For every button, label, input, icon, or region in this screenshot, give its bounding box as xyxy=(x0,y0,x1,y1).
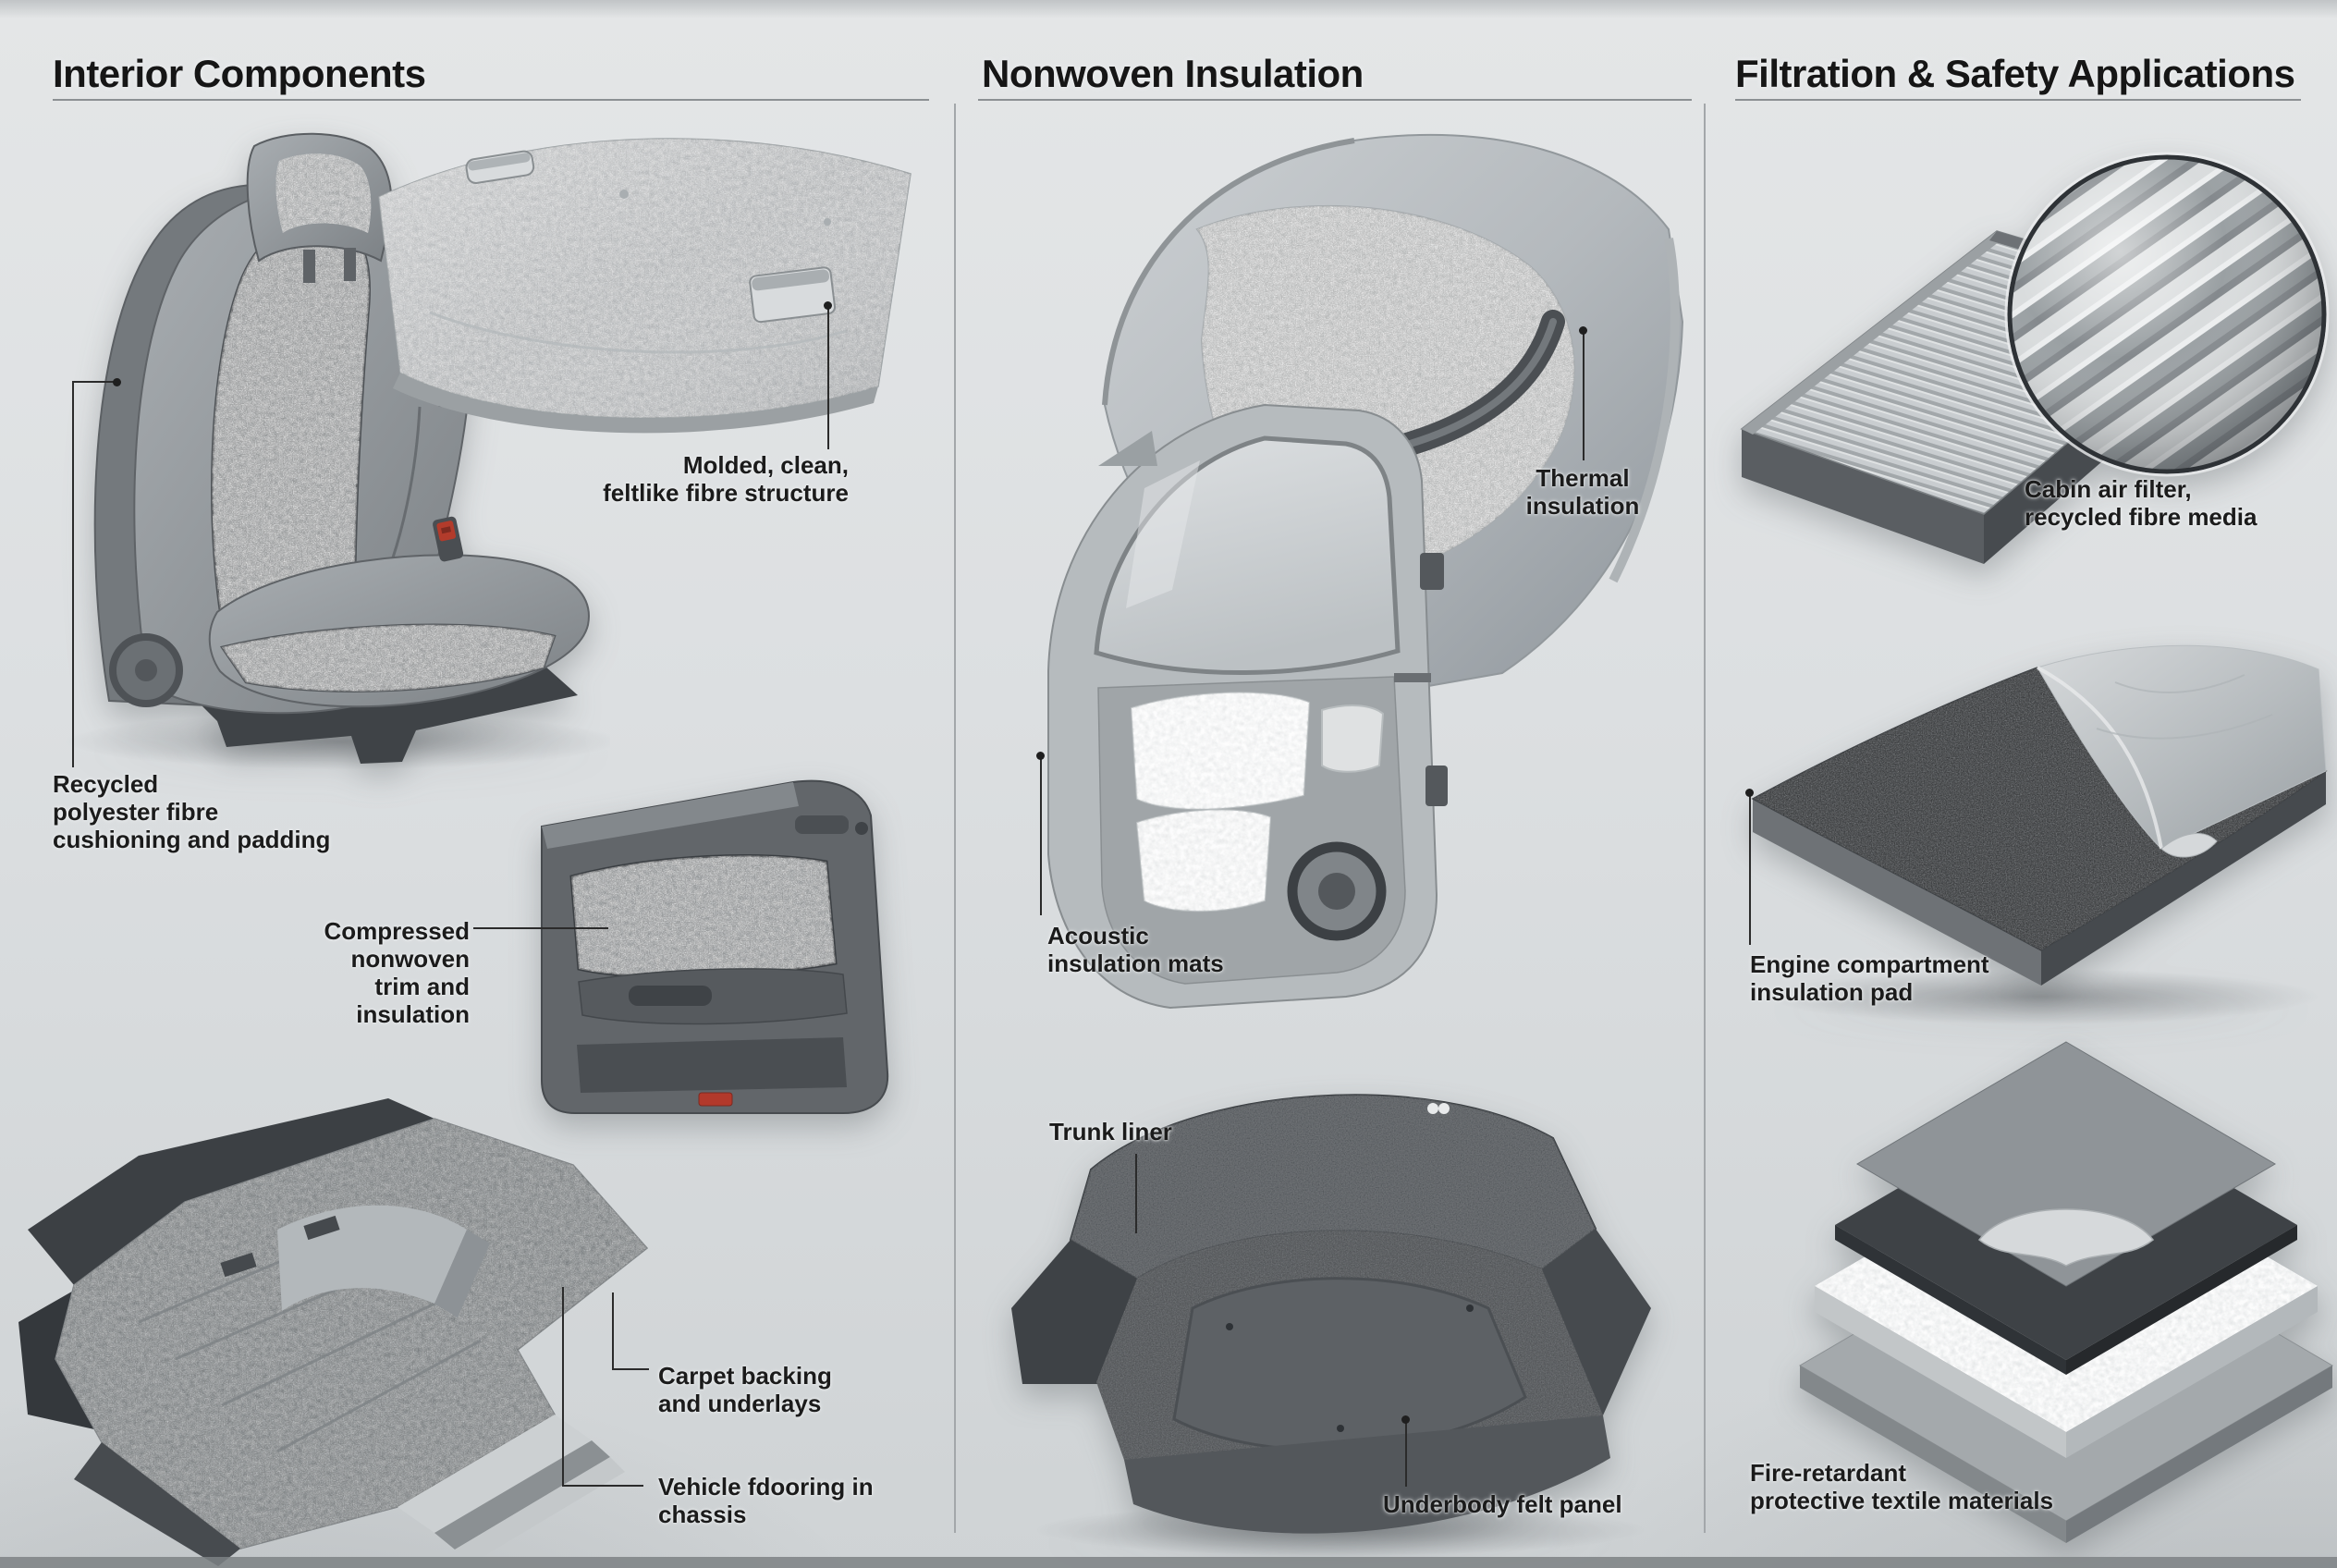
leader-dot xyxy=(113,378,121,386)
leader-dot xyxy=(1036,752,1045,760)
label-line: feltlike fibre structure xyxy=(603,479,849,507)
leader-line xyxy=(612,1368,649,1370)
leader-line xyxy=(72,381,118,383)
door-trim-illustration xyxy=(541,779,889,1114)
label-recycled-polyester: Recycled polyester fibre cushioning and … xyxy=(53,770,330,853)
leader-dot xyxy=(1745,789,1754,797)
label-line: and underlays xyxy=(658,1390,822,1417)
engine-pad-illustration xyxy=(1751,644,2328,1024)
header-underline xyxy=(1735,99,2301,101)
leader-line xyxy=(473,927,608,929)
label-engine-pad: Engine compartment insulation pad xyxy=(1750,950,1989,1006)
label-line: insulation mats xyxy=(1047,949,1224,977)
magnifier-inset xyxy=(2004,152,2330,477)
leader-line xyxy=(1040,756,1042,915)
label-carpet-backing: Carpet backing and underlays xyxy=(658,1362,832,1417)
label-line: insulation xyxy=(1525,492,1640,520)
column-divider xyxy=(954,104,956,1533)
trunk-liner-illustration xyxy=(1011,1094,1651,1556)
label-line: Cabin air filter, xyxy=(2025,475,2192,503)
label-line: cushioning and padding xyxy=(53,826,331,853)
folded-corner xyxy=(1977,1208,2155,1267)
seatbelt-buckle xyxy=(433,516,464,562)
leader-line xyxy=(562,1287,564,1487)
floor-carpet-illustration xyxy=(18,1098,649,1566)
leader-line xyxy=(827,305,829,449)
column-divider xyxy=(1704,104,1706,1533)
leader-line xyxy=(1749,793,1751,945)
header-nonwoven-insulation: Nonwoven Insulation xyxy=(982,52,1364,95)
leader-dot xyxy=(1401,1415,1410,1424)
photo-bottom-edge xyxy=(0,1557,2337,1568)
fire-retardant-stack-illustration xyxy=(1799,1041,2333,1543)
header-underline xyxy=(53,99,929,101)
leader-line xyxy=(1583,331,1585,460)
leader-line xyxy=(612,1292,614,1370)
label-line: Thermal xyxy=(1536,464,1630,492)
label-line: protective textile materials xyxy=(1750,1487,2054,1514)
label-line: Recycled xyxy=(53,770,159,798)
leader-line xyxy=(72,381,74,767)
header-underline xyxy=(978,99,1692,101)
car-seat-illustration xyxy=(65,132,610,769)
label-line: Compressed xyxy=(324,917,471,945)
label-vehicle-flooring: Vehicle fdooring in chassis xyxy=(658,1473,874,1528)
label-line: Fire-retardant xyxy=(1750,1459,1907,1487)
label-compressed-nonwoven: Compressed nonwoven trim and insulation xyxy=(324,917,471,1028)
headliner-illustration xyxy=(378,138,912,434)
photo-top-edge xyxy=(0,0,2337,18)
header-filtration-safety: Filtration & Safety Applications xyxy=(1735,52,2295,95)
label-line: Carpet backing xyxy=(658,1362,832,1390)
header-interior-components: Interior Components xyxy=(53,52,426,95)
label-line: Engine compartment xyxy=(1750,950,1989,978)
label-line: Vehicle fdooring in xyxy=(658,1473,874,1501)
label-molded-feltlike: Molded, clean, feltlike fibre structure xyxy=(603,451,849,507)
label-cabin-air-filter: Cabin air filter, recycled fibre media xyxy=(2025,475,2257,531)
acoustic-door-illustration xyxy=(1047,403,1448,1010)
label-line: insulation xyxy=(356,1000,470,1028)
label-line: polyester fibre xyxy=(53,798,219,826)
label-trunk-liner: Trunk liner xyxy=(1049,1118,1172,1145)
label-line: Acoustic xyxy=(1047,922,1149,949)
label-thermal-insulation: Thermal insulation xyxy=(1472,464,1694,520)
door-reflector xyxy=(698,1092,733,1107)
label-line: recycled fibre media xyxy=(2025,503,2257,531)
label-line: chassis xyxy=(658,1501,747,1528)
cabin-air-filter-illustration xyxy=(1740,152,2330,564)
leader-line xyxy=(1405,1420,1407,1487)
label-line: Trunk liner xyxy=(1049,1118,1172,1145)
leader-dot xyxy=(824,301,832,310)
leader-line xyxy=(1135,1154,1137,1233)
label-underbody-felt: Underbody felt panel xyxy=(1383,1490,1622,1518)
label-line: insulation pad xyxy=(1750,978,1914,1006)
label-line: nonwoven xyxy=(350,945,470,973)
label-line: Molded, clean, xyxy=(682,451,849,479)
leader-line xyxy=(562,1485,643,1487)
label-line: Underbody felt panel xyxy=(1383,1490,1622,1518)
label-fire-retardant: Fire-retardant protective textile materi… xyxy=(1750,1459,2053,1514)
leader-dot xyxy=(1579,326,1587,335)
label-acoustic-mats: Acoustic insulation mats xyxy=(1047,922,1224,977)
label-line: trim and xyxy=(374,973,470,1000)
